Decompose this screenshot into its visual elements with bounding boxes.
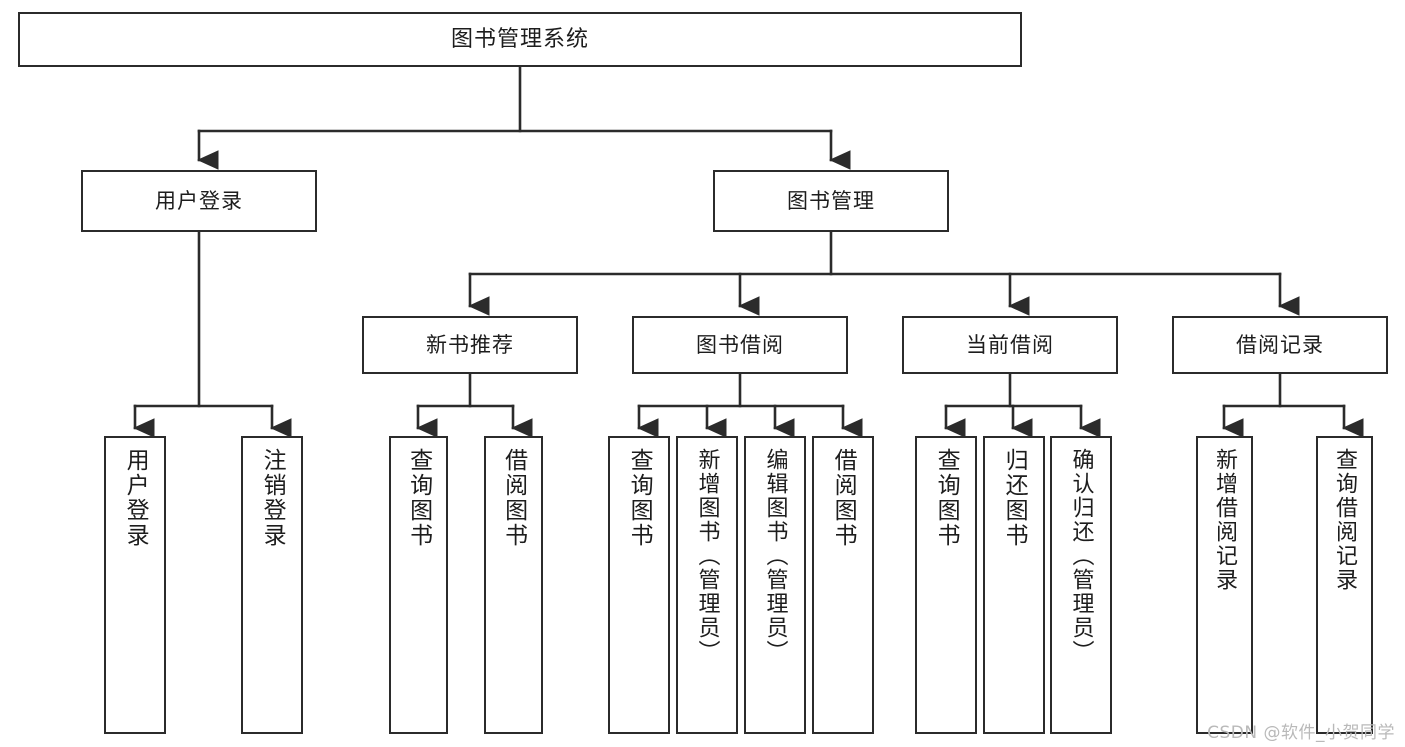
node-borrow-record[interactable]: 借阅记录 — [1172, 316, 1388, 374]
node-label: 注销登录 — [259, 448, 286, 548]
leaf-query-borrow-record[interactable]: 查询借阅记录 — [1316, 436, 1373, 734]
node-user-login[interactable]: 用户登录 — [81, 170, 317, 232]
leaf-query-book-current[interactable]: 查询图书 — [915, 436, 977, 734]
node-label: 新书推荐 — [426, 332, 514, 357]
leaf-add-book-admin[interactable]: 新增图书（管理员） — [676, 436, 738, 734]
node-book-borrow[interactable]: 图书借阅 — [632, 316, 848, 374]
node-label: 用户登录 — [155, 188, 243, 213]
node-new-book-recommend[interactable]: 新书推荐 — [362, 316, 578, 374]
node-label: 新增借阅记录 — [1212, 448, 1238, 592]
node-label: 图书借阅 — [696, 332, 784, 357]
node-label: 当前借阅 — [966, 332, 1054, 357]
leaf-return-book[interactable]: 归还图书 — [983, 436, 1045, 734]
leaf-add-borrow-record[interactable]: 新增借阅记录 — [1196, 436, 1253, 734]
leaf-logout[interactable]: 注销登录 — [241, 436, 303, 734]
node-label: 借阅记录 — [1236, 332, 1324, 357]
node-label: 图书管理系统 — [450, 26, 589, 52]
leaf-query-book-borrow[interactable]: 查询图书 — [608, 436, 670, 734]
leaf-query-book-new[interactable]: 查询图书 — [389, 436, 448, 734]
leaf-borrow-book-new[interactable]: 借阅图书 — [484, 436, 543, 734]
node-book-management[interactable]: 图书管理 — [713, 170, 949, 232]
node-label: 用户登录 — [122, 448, 149, 548]
node-root-book-management-system[interactable]: 图书管理系统 — [18, 12, 1022, 67]
node-label: 新增图书（管理员） — [694, 448, 720, 664]
watermark-text: CSDN @软件_小贺同学 — [1207, 723, 1395, 743]
node-label: 图书管理 — [787, 188, 875, 213]
leaf-edit-book-admin[interactable]: 编辑图书（管理员） — [744, 436, 806, 734]
node-label: 查询图书 — [405, 448, 432, 548]
node-label: 归还图书 — [1001, 448, 1028, 548]
node-label: 查询图书 — [933, 448, 960, 548]
node-label: 编辑图书（管理员） — [762, 448, 788, 664]
node-label: 确认归还（管理员） — [1068, 448, 1094, 664]
leaf-confirm-return-admin[interactable]: 确认归还（管理员） — [1050, 436, 1112, 734]
node-current-borrow[interactable]: 当前借阅 — [902, 316, 1118, 374]
leaf-borrow-book[interactable]: 借阅图书 — [812, 436, 874, 734]
leaf-user-login[interactable]: 用户登录 — [104, 436, 166, 734]
node-label: 查询借阅记录 — [1332, 448, 1358, 592]
node-label: 借阅图书 — [830, 448, 857, 548]
node-label: 借阅图书 — [500, 448, 527, 548]
node-label: 查询图书 — [626, 448, 653, 548]
